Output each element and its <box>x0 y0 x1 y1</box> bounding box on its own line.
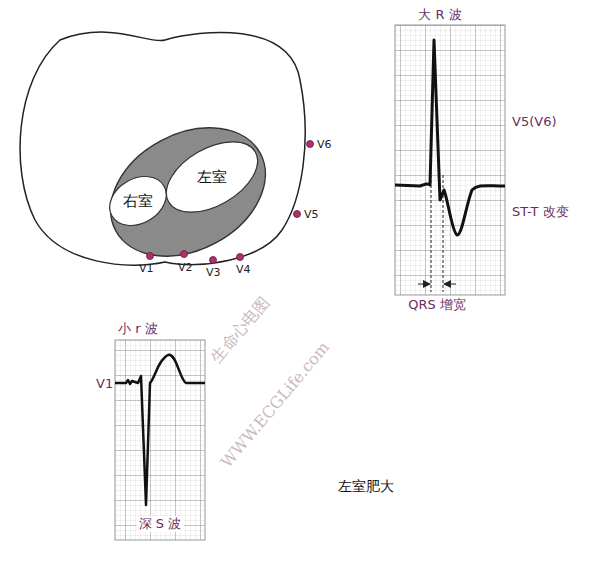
qrs-label: QRS 增宽 <box>408 297 466 313</box>
electrode-label: V2 <box>178 261 193 274</box>
watermark: WWW.ECGLife.com <box>217 338 333 472</box>
ventricle-cavity: 右室 <box>106 172 170 230</box>
electrode-label: V4 <box>236 263 251 276</box>
electrode-label: V6 <box>317 138 332 151</box>
chamber-label: 左室 <box>197 168 227 187</box>
ecg-grid <box>395 25 505 295</box>
electrode-label: V5 <box>304 208 319 221</box>
wave-label: 深 S 波 <box>137 516 184 532</box>
wave-label: 小 r 波 <box>118 321 158 337</box>
ventricle-cavity: 左室 <box>160 140 264 214</box>
electrode-label: V3 <box>206 266 221 279</box>
electrode-label: V1 <box>139 262 154 275</box>
wave-label: 大 R 波 <box>418 7 461 23</box>
heart-wall <box>88 102 287 281</box>
ecg-trace <box>395 40 505 235</box>
watermark: 生命心电图 <box>207 293 273 367</box>
figure-caption: 左室肥大 <box>338 478 394 496</box>
change-label: ST-T 改变 <box>512 204 569 220</box>
lead-label: V1 <box>96 376 113 392</box>
chamber-label: 右室 <box>123 192 153 211</box>
lead-label: V5(V6) <box>512 114 556 130</box>
ecg-trace <box>115 355 205 505</box>
ecg-grid <box>115 340 205 540</box>
qrs-width-marks <box>418 175 456 292</box>
